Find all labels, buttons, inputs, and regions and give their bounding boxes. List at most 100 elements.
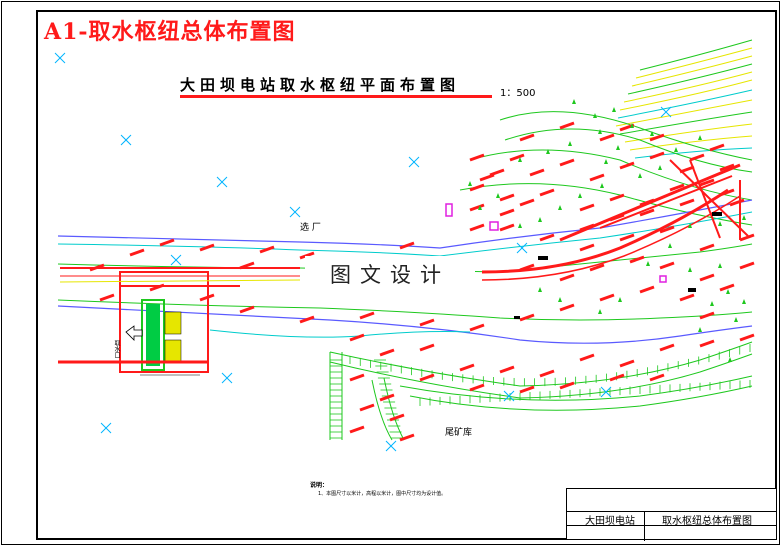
- survey-crosses: [54, 52, 672, 452]
- elevation-mark: [649, 373, 665, 382]
- elevation-mark: [559, 121, 575, 130]
- survey-cross: [100, 422, 112, 434]
- elevation-mark: [469, 183, 485, 192]
- survey-cross: [408, 156, 420, 168]
- elevation-mark: [699, 243, 715, 252]
- tree-symbol: [718, 263, 722, 268]
- survey-cross: [385, 440, 397, 452]
- elevation-mark: [399, 241, 415, 250]
- elevation-mark: [509, 153, 525, 162]
- elevation-mark: [419, 318, 435, 327]
- elevation-mark: [419, 343, 435, 352]
- elevation-mark: [349, 425, 365, 434]
- tree-symbol: [668, 243, 672, 248]
- elevation-mark: [709, 143, 725, 152]
- intake-structure: [58, 271, 240, 376]
- elevation-mark: [639, 198, 655, 207]
- survey-cross: [600, 386, 612, 398]
- tree-symbol: [598, 309, 602, 314]
- elevation-mark: [699, 178, 715, 187]
- embankment-hatching: [330, 344, 751, 439]
- tree-symbol: [616, 145, 620, 150]
- elevation-mark: [659, 261, 675, 270]
- tree-symbol: [600, 183, 604, 188]
- elevation-mark: [539, 188, 555, 197]
- elevation-mark: [599, 133, 615, 142]
- elevation-mark: [699, 311, 715, 320]
- sheet-title: A1-取水枢纽总体布置图: [44, 19, 296, 45]
- elevation-mark: [699, 339, 715, 348]
- gate-markers: [445, 203, 667, 283]
- structure-markers: [514, 212, 722, 319]
- elevation-mark: [419, 373, 435, 382]
- tree-symbol: [718, 221, 722, 226]
- elevation-mark: [659, 343, 675, 352]
- elevation-mark: [609, 373, 625, 382]
- tree-symbol: [518, 223, 522, 228]
- title-block-row-divider: [567, 511, 776, 512]
- tree-symbol: [728, 357, 732, 362]
- tree-symbol: [538, 287, 542, 292]
- tree-symbol: [618, 297, 622, 302]
- tree-symbol: [742, 215, 746, 220]
- elevation-mark: [589, 263, 605, 272]
- plan-title: 大田坝电站取水枢纽平面布置图: [180, 76, 461, 94]
- tree-symbol: [726, 289, 730, 294]
- elevation-mark: [639, 208, 655, 217]
- elevation-mark: [739, 233, 755, 242]
- survey-cross: [516, 242, 528, 254]
- plan-title-underline: [180, 95, 492, 98]
- plan-scale: 1：500: [500, 88, 536, 99]
- tree-symbol: [572, 99, 576, 104]
- tree-symbol: [630, 123, 634, 128]
- tree-symbol: [612, 107, 616, 112]
- elevation-mark: [719, 188, 735, 197]
- elevation-mark: [739, 333, 755, 342]
- elevation-mark: [499, 193, 515, 202]
- elevation-mark: [469, 203, 485, 212]
- tree-symbol: [742, 299, 746, 304]
- tree-symbol: [698, 327, 702, 332]
- tree-symbol: [478, 205, 482, 210]
- notes-title: 说明：: [310, 482, 329, 489]
- tailings-embankment: [329, 341, 753, 441]
- tree-symbol: [593, 113, 597, 118]
- elevation-mark: [399, 433, 415, 442]
- tree-symbol: [734, 317, 738, 322]
- elevation-mark: [739, 261, 755, 270]
- elevation-mark: [519, 133, 535, 142]
- elevation-mark: [669, 183, 685, 192]
- watermark: 图文设计: [305, 256, 475, 292]
- elevation-mark: [469, 323, 485, 332]
- elevation-mark: [129, 248, 145, 257]
- elevation-mark: [479, 173, 495, 182]
- tree-symbol: [710, 301, 714, 306]
- elevation-mark: [659, 225, 675, 234]
- tree-symbol: [468, 181, 472, 186]
- survey-cross: [216, 176, 228, 188]
- tree-symbol: [568, 141, 572, 146]
- elevation-mark: [689, 153, 705, 162]
- elevation-mark: [579, 203, 595, 212]
- tree-symbol: [688, 267, 692, 272]
- elevation-mark: [679, 198, 695, 207]
- elevation-mark: [99, 293, 115, 302]
- elevation-mark: [579, 243, 595, 252]
- tree-symbol: [558, 297, 562, 302]
- elevation-mark: [539, 233, 555, 242]
- tree-symbol: [578, 193, 582, 198]
- tree-symbol: [638, 173, 642, 178]
- label-concentrator-plant: 选 厂: [300, 223, 321, 233]
- elevation-mark: [719, 283, 735, 292]
- elevation-marks: [89, 121, 755, 442]
- elevation-mark: [529, 168, 545, 177]
- survey-cross: [120, 134, 132, 146]
- elevation-mark: [299, 251, 315, 260]
- elevation-mark: [539, 369, 555, 378]
- tree-symbol: [604, 159, 608, 164]
- elevation-mark: [679, 165, 695, 174]
- elevation-mark: [469, 383, 485, 392]
- elevation-mark: [589, 173, 605, 182]
